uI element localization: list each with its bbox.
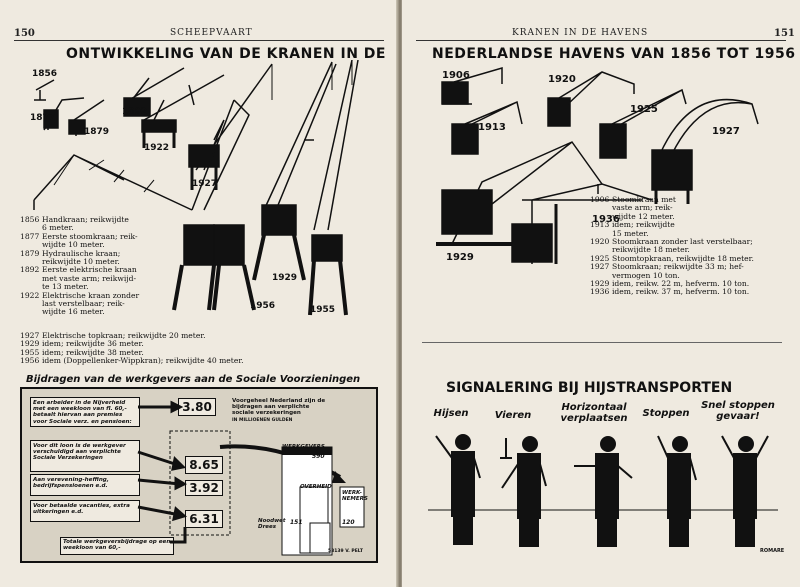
crane-year-label: 1936 — [592, 214, 620, 225]
signal-label-vieren: Vieren — [494, 410, 532, 421]
crane-year-label: 1929 — [272, 273, 297, 283]
crane-year-label: 1922 — [144, 143, 169, 153]
value-vacanties: 6.31 — [185, 510, 223, 528]
left-title: ONTWIKKELING VAN DE KRANEN IN DE — [66, 46, 386, 62]
noodwet-value: 151 — [290, 519, 303, 526]
signal-title: SIGNALERING BIJ HIJSTRANSPORTEN — [446, 380, 733, 396]
box-vacanties: Voor betaalde vacanties, extra uitkering… — [30, 500, 140, 522]
infographic-title: Bijdragen van de werkgevers aan de Socia… — [26, 374, 361, 385]
crane-year-label: 1927 — [712, 126, 740, 137]
right-page: KRANEN IN DE HAVENS 151 NEDERLANDSE HAVE… — [402, 0, 800, 587]
note-nederland: Voorgeheel Nederland zijn de bijdragen a… — [232, 398, 326, 423]
right-running-head: KRANEN IN DE HAVENS — [512, 28, 649, 38]
right-page-number: 151 — [774, 28, 795, 39]
crane-year-label: 1877 — [30, 113, 55, 123]
value-arbeider: 3.80 — [178, 398, 216, 416]
infographic-arrows — [137, 400, 365, 556]
crane-year-label: 1913 — [478, 122, 506, 133]
crane-year-label: 1925 — [630, 104, 658, 115]
artist-signature: ROMARE — [760, 548, 785, 554]
box-verevening: Aan verevening-heffing, bedrijfspensioen… — [30, 474, 140, 496]
crane-year-label: 1955 — [310, 305, 335, 315]
crane-year-label: 1856 — [32, 69, 57, 79]
werkgevers-value: 590 — [312, 453, 325, 460]
werkgevers-label: WERKGEVERS — [282, 444, 325, 450]
signal-label-stoppen: Stoppen — [642, 408, 690, 419]
left-page: 150 SCHEEPVAART ONTWIKKELING VAN DE KRAN… — [0, 0, 398, 587]
crane-year-label: 1906 — [442, 70, 470, 81]
crane-signal-workers — [428, 434, 778, 547]
box-arbeider: Een arbeider in de Nijverheid met een we… — [30, 397, 140, 427]
box-totaal: Totale werkgeversbijdrage op een weekloo… — [60, 537, 174, 555]
left-page-number: 150 — [14, 28, 35, 39]
crane-year-label: 1927 — [192, 179, 217, 189]
signal-label-snel-stoppen: Snel stoppen gevaar! — [701, 400, 775, 422]
signal-label-hijsen: Hijsen — [433, 408, 469, 419]
crane-year-label: 1929 — [446, 252, 474, 263]
section-divider — [422, 342, 782, 343]
right-header-rule — [416, 40, 786, 41]
left-header-rule — [14, 40, 384, 41]
signal-label-horizontaal: Horizontaal verplaatsen — [560, 402, 628, 424]
crane-year-label: 1879 — [84, 127, 109, 137]
value-werkgever: 8.65 — [185, 456, 223, 474]
overheid-label: OVERHEID — [300, 484, 332, 490]
crane-year-label: 1920 — [548, 74, 576, 85]
werknemers-value: 120 — [342, 519, 355, 526]
werknemers-label: WERK-NEMERS — [342, 490, 368, 503]
box-werkgever: Voor dit loon is de werkgever verschuldi… — [30, 440, 140, 472]
right-title: NEDERLANDSE HAVENS VAN 1856 TOT 1956 — [432, 46, 796, 62]
crane-year-label: 1892 — [122, 107, 147, 117]
noodwet-label: Noodwet Drees — [258, 518, 286, 531]
crane-year-label: 1956 — [250, 301, 275, 311]
book-gutter — [396, 0, 404, 587]
value-verevening: 3.92 — [185, 480, 223, 496]
harbour-cranes-illustration: 1906 1920 1913 1925 1927 1936 1929 — [436, 67, 759, 264]
crane-development-illustration: 1856 1877 1879 1892 1922 1927 1929 1956 … — [30, 60, 359, 316]
infographic-credit: 53139 V. PELT — [328, 549, 363, 554]
left-running-head: SCHEEPVAART — [170, 28, 253, 38]
